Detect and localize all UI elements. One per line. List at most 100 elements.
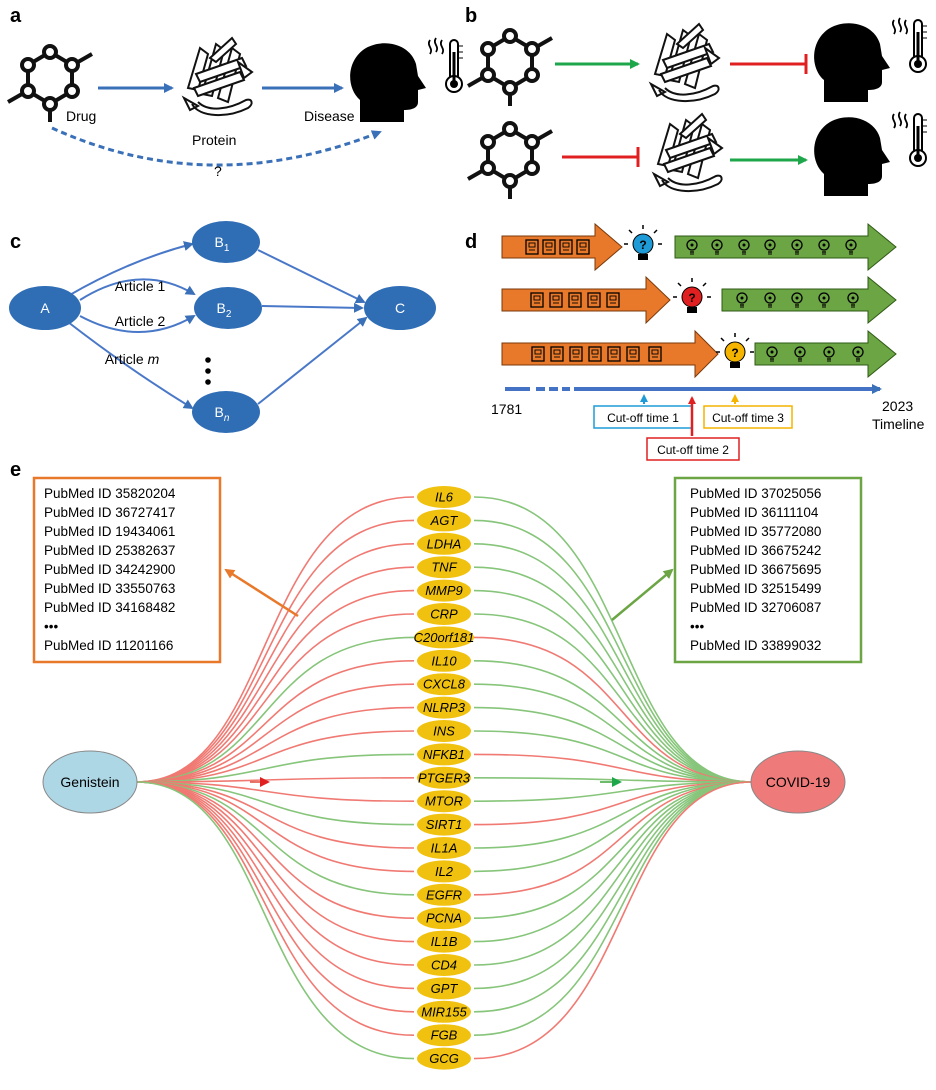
edge-agt-covid (473, 519, 753, 783)
node-bn-label: Bn (215, 404, 230, 424)
pubmed-id: PubMed ID 36727417 (44, 505, 175, 520)
gene-node-fgb (417, 1024, 471, 1047)
node-bn (192, 391, 260, 433)
edge-genistein-cxcl8 (135, 683, 415, 783)
cutoff2-box (646, 437, 740, 461)
node-a-label: A (40, 300, 50, 316)
left-pubmed-box (32, 476, 222, 664)
protein-label: Protein (192, 132, 236, 148)
edge-tnf-covid (473, 566, 753, 783)
cutoff1-label: Cut-off time 1 (607, 411, 679, 425)
panel-a: Drug Protein Disease ? (6, 36, 465, 179)
gene-node-il10 (417, 649, 471, 672)
edge-genistein-il2 (135, 781, 415, 873)
gene-label: CRP (430, 607, 458, 622)
gene-node-cxcl8 (417, 673, 471, 696)
edge-a-bn (67, 321, 194, 410)
literature-arrow-2 (501, 275, 671, 325)
svg-text:?: ? (688, 291, 695, 305)
ellipsis-dot (205, 368, 211, 374)
gene-label: LDHA (427, 536, 462, 551)
pubmed-id: PubMed ID 36675695 (690, 562, 821, 577)
gene-node-il6 (417, 486, 471, 508)
edge-il2-covid (473, 781, 753, 873)
edge-il1b-covid (473, 781, 753, 943)
covid-label: COVID-19 (766, 774, 831, 790)
gene-label: INS (433, 724, 455, 739)
edge-genistein-nlrp3 (135, 706, 415, 783)
ellipsis-dot (205, 379, 211, 385)
gene-label: IL6 (435, 490, 454, 505)
pubmed-id: PubMed ID 36111104 (690, 505, 819, 520)
pubmed-id: PubMed ID 25382637 (44, 543, 175, 558)
pubmed-ellipsis: ••• (44, 619, 58, 634)
gene-label: CD4 (431, 958, 457, 973)
cutoff3-box (703, 405, 793, 429)
gene-node-sirt1 (417, 813, 471, 836)
edge-nlrp3-covid (473, 706, 753, 783)
gene-label: TNF (431, 560, 457, 575)
head-icon (812, 16, 929, 104)
edge-mir155-covid (473, 781, 753, 1013)
gene-label: PTGER3 (418, 770, 471, 785)
genistein-node (42, 750, 138, 814)
discovery-arrow-2 (721, 275, 897, 325)
edge-genistein-mir155 (135, 781, 415, 1013)
gene-node-cd4 (417, 954, 471, 976)
gene-node-nfkb1 (417, 743, 471, 766)
gene-label: GPT (431, 981, 459, 996)
discovery-arrow-1 (674, 222, 897, 272)
pubmed-id: PubMed ID 19434061 (44, 524, 175, 539)
article1-label: Article 1 (115, 278, 166, 294)
edge-genistein-egfr (135, 781, 415, 896)
gene-label: IL10 (431, 653, 457, 668)
gene-label: IL2 (435, 864, 454, 879)
dashed-arrow-drug-disease (51, 126, 382, 167)
panel-a-letter: a (10, 5, 22, 27)
pubmed-id: PubMed ID 37025056 (690, 486, 821, 501)
svg-text:?: ? (639, 238, 646, 252)
node-c-label: C (395, 300, 405, 316)
edge-ins-covid (473, 730, 753, 783)
edge-genistein-ldha (135, 543, 415, 783)
pubmed-id: PubMed ID 36675242 (690, 543, 821, 558)
gene-label: C20orf181 (414, 630, 475, 645)
edge-ldha-covid (473, 543, 753, 783)
gene-label: FGB (431, 1028, 458, 1043)
pubmed-ellipsis: ••• (690, 619, 704, 634)
protein-icon (650, 23, 720, 103)
bulb-yellow-icon: ? (716, 333, 754, 368)
bulb-red-icon: ? (673, 278, 711, 313)
start-year: 1781 (491, 401, 522, 417)
gene-node-mmp9 (417, 579, 471, 602)
edge-genistein-mmp9 (135, 589, 415, 783)
edge-genistein-cd4 (135, 781, 415, 966)
gene-node-il1b (417, 930, 471, 953)
edge-pcna-covid (473, 781, 753, 919)
discovery-arrow-3 (754, 329, 897, 379)
edge-genistein-agt (135, 519, 415, 783)
pubmed-id: PubMed ID 35772080 (690, 524, 821, 539)
edge-sirt1-covid (473, 781, 753, 826)
pubmed-id: PubMed ID 34242900 (44, 562, 175, 577)
unknown-label: ? (214, 163, 222, 179)
edge-cd4-covid (473, 781, 753, 966)
edge-mtor-covid (473, 781, 753, 802)
pubmed-id: PubMed ID 33899032 (690, 638, 821, 653)
gene-label: IL1B (431, 934, 458, 949)
panel-c-letter: c (10, 231, 21, 253)
gene-label: MMP9 (425, 583, 463, 598)
protein-icon (653, 113, 723, 193)
protein-icon (183, 37, 253, 117)
pubmed-id: PubMed ID 35820204 (44, 486, 176, 501)
edge-genistein-ins (135, 730, 415, 783)
gene-node-crp (417, 603, 471, 625)
panel-e-letter: e (10, 459, 21, 481)
cutoff2-label: Cut-off time 2 (657, 443, 729, 457)
genistein-label: Genistein (60, 774, 119, 790)
edge-fgb-covid (473, 781, 753, 1036)
edge-a-b2-article2 (79, 314, 196, 333)
edge-genistein-il6 (135, 496, 415, 783)
edge-b2-c (261, 302, 364, 313)
